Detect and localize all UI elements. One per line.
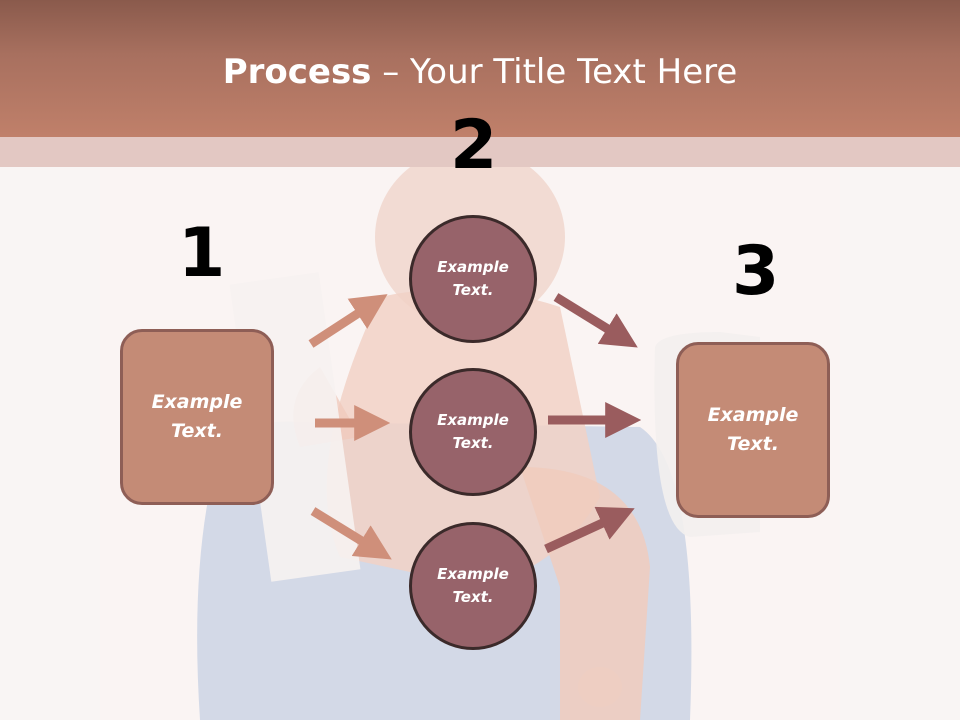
arrow-left-to-top [308, 294, 388, 348]
arrow-bottom-to-right [544, 506, 635, 554]
step-number-1: 1 [178, 214, 226, 293]
title-underline-band [0, 137, 960, 167]
title-bar [0, 0, 960, 137]
circle-bottom-line1: Example [437, 565, 509, 583]
title-rest-part: – Your Title Text Here [371, 52, 738, 92]
step-number-3: 3 [732, 232, 780, 311]
right-box-line1: Example [707, 404, 799, 426]
arrow-left-to-bottom [310, 507, 392, 560]
title-bold-part: Process [222, 52, 372, 92]
circle-top-line2: Text. [452, 281, 494, 299]
right-box-line2: Text. [727, 433, 779, 455]
circle-top-line1: Example [437, 258, 509, 276]
circle-middle-line1: Example [437, 411, 509, 429]
left-box-line2: Text. [171, 420, 223, 442]
arrow-top-to-right [553, 293, 638, 348]
circle-bottom-line2: Text. [452, 588, 494, 606]
left-box-line1: Example [151, 391, 243, 413]
step-number-2: 2 [450, 106, 498, 185]
slide-title: Process – Your Title Text Here [0, 52, 960, 92]
circle-middle-line2: Text. [452, 434, 494, 452]
